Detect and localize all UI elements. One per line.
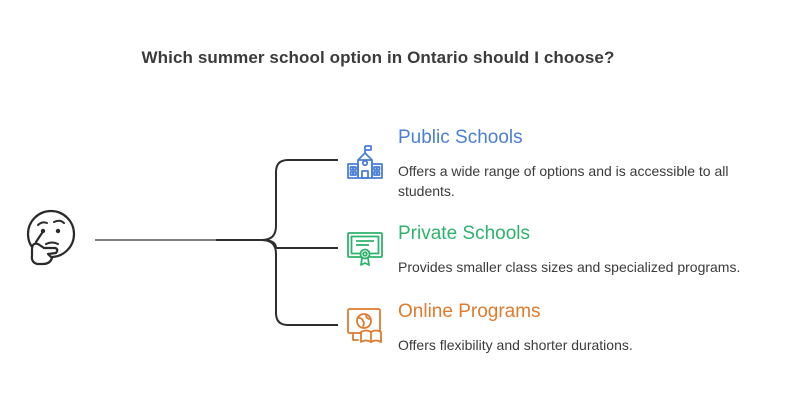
school-building-icon xyxy=(347,145,383,179)
option-title-public: Public Schools xyxy=(398,127,523,148)
diagram-title: Which summer school option in Ontario sh… xyxy=(141,48,615,67)
certificate-icon xyxy=(347,232,383,266)
option-desc-public: Offers a wide range of options and is ac… xyxy=(398,163,729,199)
option-desc-online: Offers flexibility and shorter durations… xyxy=(398,337,633,353)
option-title-private: Private Schools xyxy=(398,223,531,244)
online-learning-icon xyxy=(347,308,382,343)
option-title-online: Online Programs xyxy=(398,301,541,322)
branch-line-online xyxy=(261,239,338,326)
thinking-face-icon xyxy=(26,209,76,266)
branch-line-public xyxy=(261,159,338,241)
option-desc-private: Provides smaller class sizes and special… xyxy=(398,259,741,275)
